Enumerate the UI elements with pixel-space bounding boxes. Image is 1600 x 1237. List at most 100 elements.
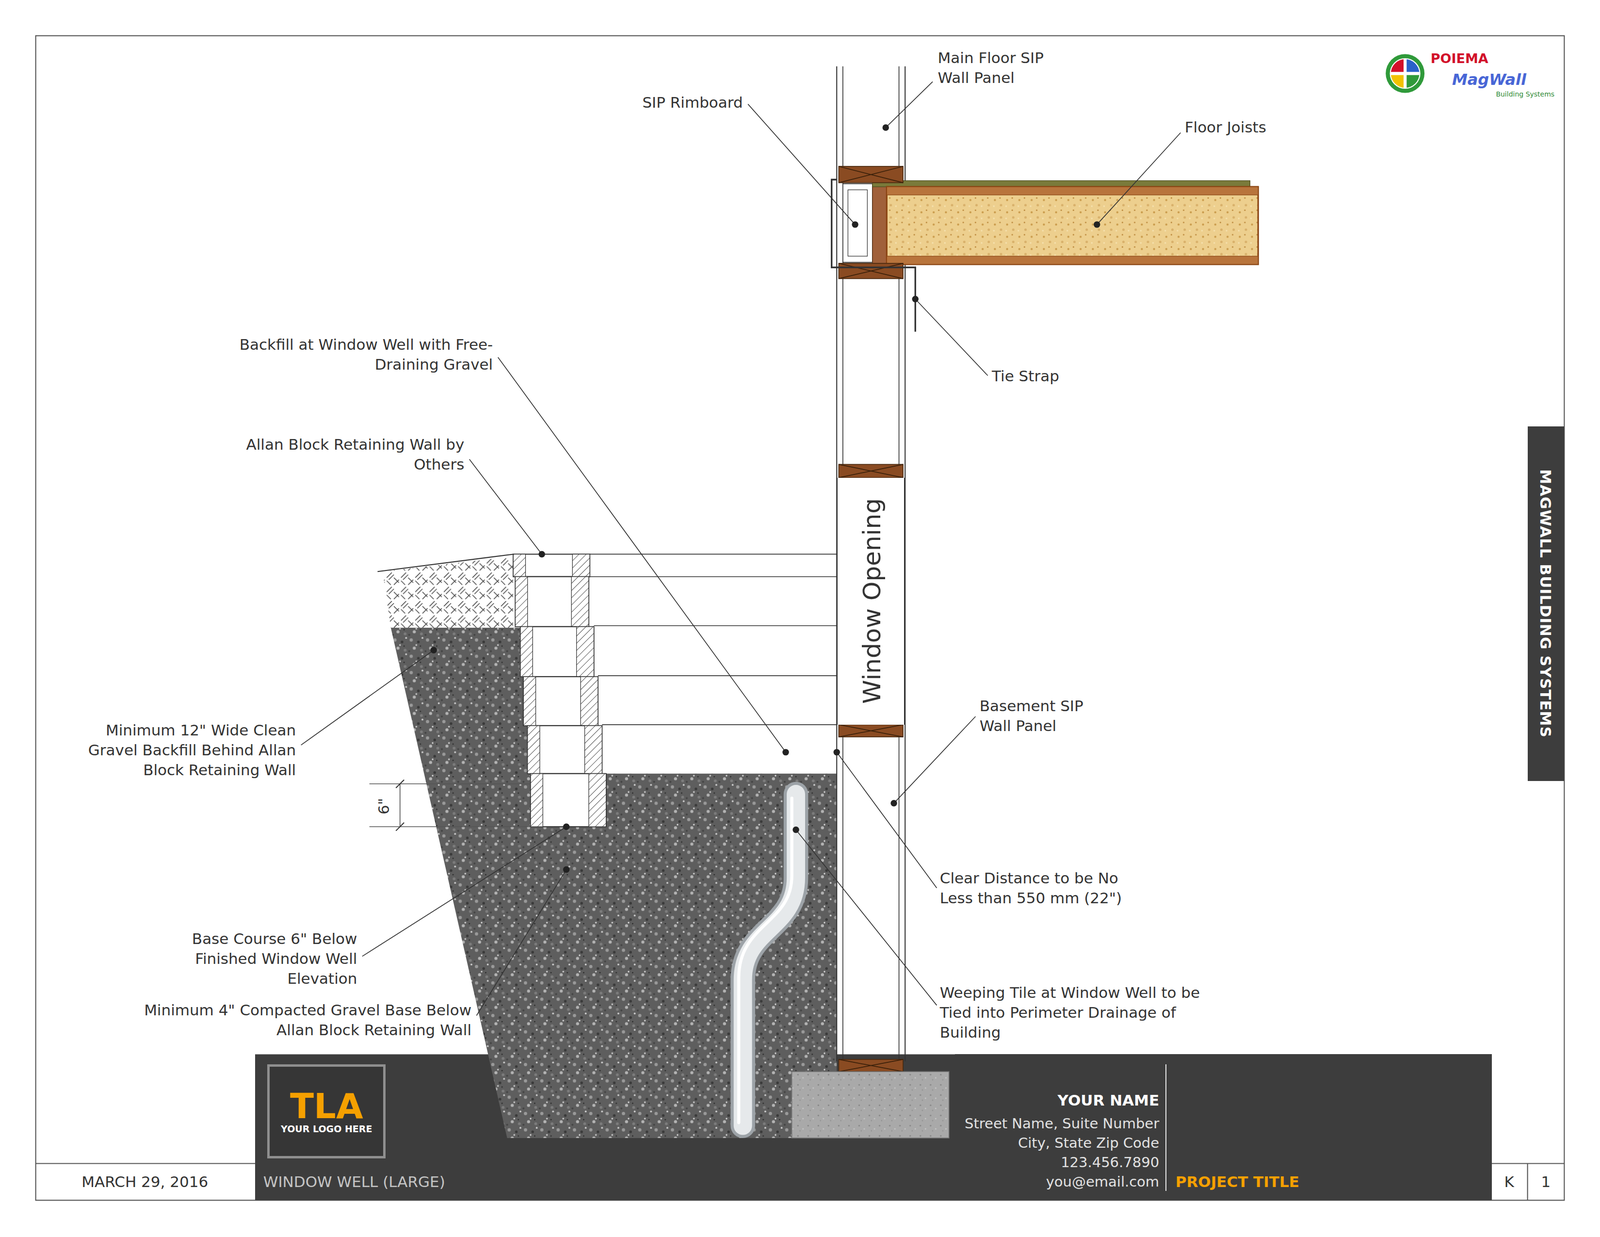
label-anchor: Base Course 6" Below Finished Window Wel…	[153, 928, 357, 989]
label-anchor: WINDOW WELL (LARGE)	[263, 1171, 446, 1192]
label-anchor: 1	[1541, 1171, 1552, 1192]
cell-line	[1491, 1162, 1565, 1164]
plate-cross	[838, 1059, 904, 1072]
leader-line	[893, 716, 976, 804]
leader-line	[836, 752, 937, 889]
label-anchor: Clear Distance to be No Less than 550 mm…	[939, 868, 1154, 908]
plate-cross	[838, 166, 904, 183]
plate-cross	[838, 263, 904, 279]
brand-logo	[1390, 59, 1406, 74]
retaining-block	[515, 576, 589, 627]
leader-dot	[792, 826, 799, 833]
plate-cross	[838, 724, 904, 737]
callout-label: Minimum 12" Wide Clean Gravel Backfill B…	[53, 720, 296, 780]
leader-line	[915, 298, 988, 376]
wood-plate	[838, 724, 904, 737]
leader-line	[498, 356, 786, 752]
leader-dot	[912, 295, 919, 303]
author-name: YOUR NAME	[1057, 1090, 1160, 1110]
sip-rimboard	[847, 189, 868, 257]
block-hatch	[513, 553, 526, 577]
leader-dots	[430, 124, 1100, 873]
retaining-block	[513, 553, 606, 827]
wood-plate	[838, 1059, 904, 1072]
label-anchor: MagWall	[1452, 70, 1527, 89]
course-line	[588, 576, 837, 578]
sheet-frame	[35, 35, 1565, 1201]
gravel-fill	[390, 627, 837, 1138]
plate-cross	[838, 464, 904, 478]
label-anchor: K	[1504, 1171, 1515, 1192]
callout-label: Allan Block Retaining Wall by Others	[231, 434, 465, 475]
rim-joist	[872, 183, 887, 264]
block-hatch	[580, 676, 598, 726]
callout-label: Main Floor SIP Wall Panel	[937, 48, 1065, 88]
leader-dot	[1093, 221, 1100, 228]
address-line: Street Name, Suite Number	[964, 1113, 1160, 1133]
leader-line	[1097, 132, 1181, 225]
dimension-label: 6"	[373, 797, 394, 815]
leader-dot	[833, 748, 841, 756]
leader-line	[795, 829, 937, 1006]
address-line: City, State Zip Code	[1018, 1132, 1160, 1153]
block-hatch	[527, 725, 540, 774]
retaining-block	[527, 725, 603, 774]
callout-label: Base Course 6" Below Finished Window Wel…	[153, 928, 357, 989]
block-hatch	[523, 676, 536, 726]
sip-rimboard	[842, 183, 873, 263]
weeping-tile	[743, 793, 796, 1126]
leader-dot	[890, 799, 897, 807]
leader-line	[469, 459, 542, 555]
logo-caption: YOUR LOGO HERE	[280, 1123, 372, 1135]
callout-label: Floor Joists	[1184, 117, 1267, 138]
wood-plate	[838, 263, 904, 279]
label-anchor: Backfill at Window Well with Free-Draini…	[221, 334, 493, 375]
band-label: MAGWALL BUILDING SYSTEMS	[1535, 469, 1556, 739]
leader-line	[301, 649, 435, 745]
dimension-tick	[395, 779, 405, 788]
course-line	[597, 675, 837, 677]
cell-line	[1527, 1163, 1529, 1201]
label-anchor: SIP Rimboard	[642, 92, 743, 113]
brand-logo	[1389, 58, 1421, 89]
weeping-tile	[743, 793, 796, 1126]
block-hatch	[588, 773, 607, 827]
retaining-block	[530, 773, 607, 827]
leader-line	[747, 104, 856, 225]
block-hatch	[576, 626, 595, 677]
sheet-number: 1	[1541, 1171, 1552, 1192]
brand-name: POIEMA	[1430, 50, 1489, 67]
cell-line	[35, 1162, 256, 1164]
extension-line	[369, 783, 531, 784]
sheet-title: WINDOW WELL (LARGE)	[263, 1171, 446, 1192]
course-line	[594, 625, 838, 627]
block-hatch	[572, 553, 590, 577]
joist-flange	[886, 256, 1259, 265]
sheet-code: K	[1504, 1171, 1515, 1192]
brand-logo	[1405, 73, 1420, 88]
block-hatch	[515, 576, 528, 627]
tie-strap	[831, 179, 916, 332]
email-address: you@email.com	[1046, 1171, 1160, 1192]
subfloor	[872, 180, 1250, 187]
earth-fill	[382, 556, 514, 628]
label-anchor: POIEMA	[1430, 50, 1489, 67]
leader-line	[476, 869, 567, 1016]
leader-dot	[563, 866, 570, 873]
label-anchor: Weeping Tile at Window Well to be Tied i…	[939, 982, 1202, 1043]
extension-line	[369, 825, 531, 827]
callout-label: Tie Strap	[991, 366, 1060, 387]
phone-number: 123.456.7890	[1060, 1152, 1160, 1172]
label-anchor: Basement SIP Wall Panel	[979, 695, 1106, 736]
leader-dot	[882, 124, 889, 131]
leader-dot	[851, 221, 858, 228]
leader-line	[362, 826, 567, 956]
floor-joist	[886, 186, 1259, 265]
label-anchor: Floor Joists	[1184, 117, 1267, 138]
label-anchor: MARCH 29, 2016	[81, 1171, 209, 1192]
brand-name: MagWall	[1452, 70, 1527, 89]
wood-plate	[838, 166, 904, 183]
